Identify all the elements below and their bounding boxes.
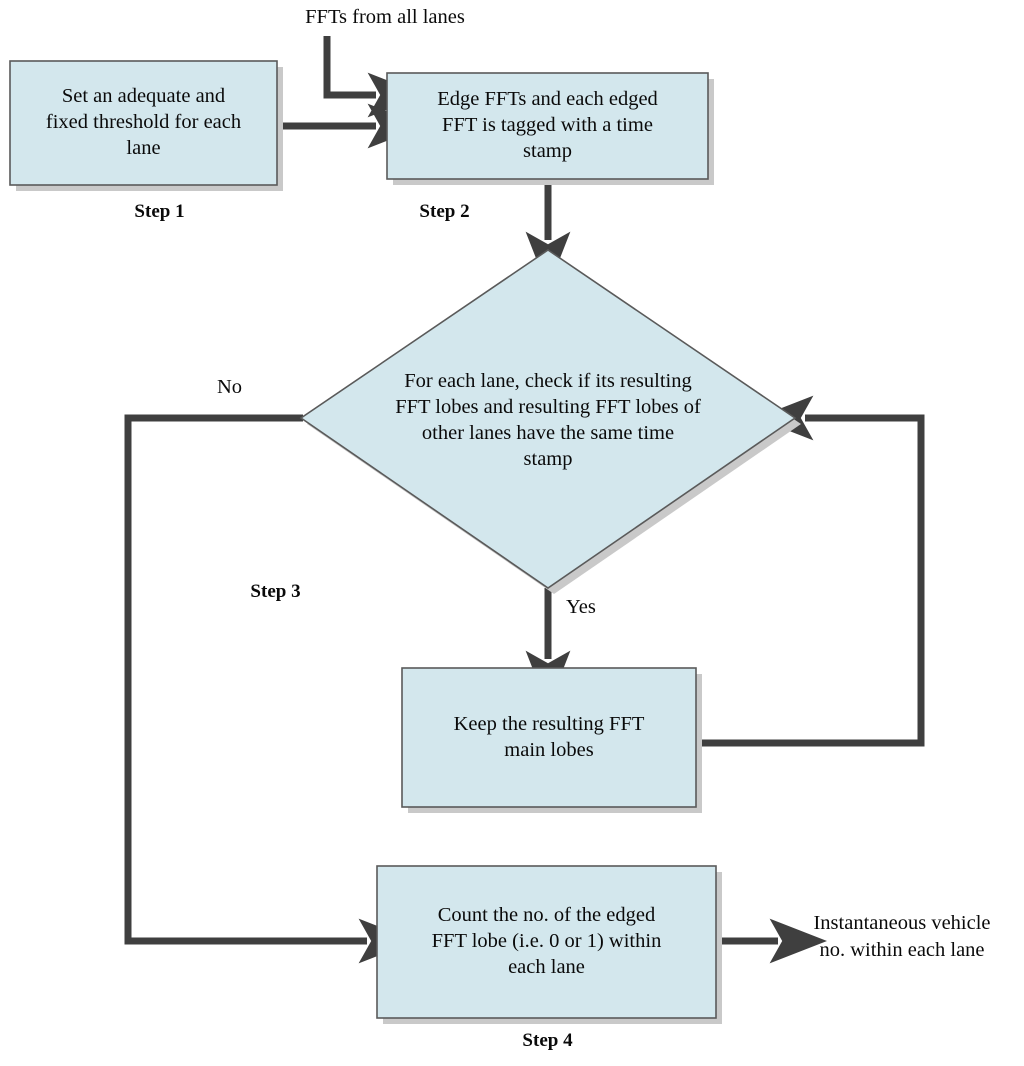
node-label-step3: For each lane, check if its resulting FF… bbox=[395, 370, 701, 470]
output-annotation: Instantaneous vehicle no. within each la… bbox=[813, 912, 991, 962]
node-label-keep: Keep the resulting FFT main lobes bbox=[453, 712, 645, 761]
node-label-step1: Set an adequate and fixed threshold for … bbox=[45, 85, 242, 159]
step-caption-3: Step 3 bbox=[250, 581, 301, 602]
step-caption-2: Step 2 bbox=[419, 201, 470, 222]
connector-no-branch bbox=[124, 414, 416, 964]
edge-label-no: No bbox=[217, 376, 243, 398]
node-label-step2: Edge FFTs and each edged FFT is tagged w… bbox=[437, 88, 658, 162]
edge-label-yes: Yes bbox=[566, 596, 596, 618]
connector-input-to-step2 bbox=[323, 36, 425, 118]
node-label-step4: Count the no. of the edged FFT lobe (i.e… bbox=[431, 904, 662, 978]
step-caption-4: Step 4 bbox=[522, 1030, 573, 1051]
step-caption-1: Step 1 bbox=[134, 201, 185, 222]
input-annotation: FFTs from all lanes bbox=[305, 6, 465, 28]
